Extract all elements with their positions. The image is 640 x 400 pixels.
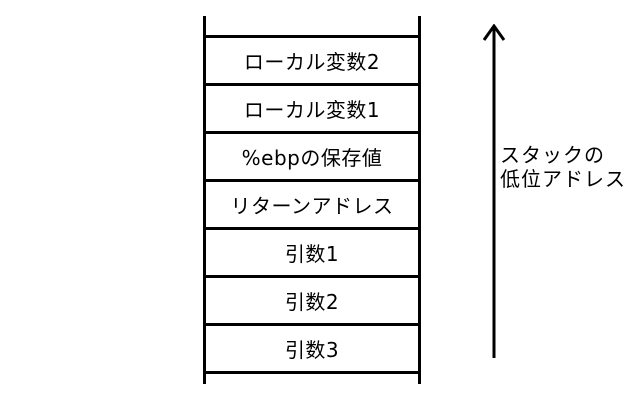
stack-left-rail — [203, 16, 206, 384]
stack-right-rail — [418, 16, 421, 384]
low-address-label-line-2: 低位アドレス — [500, 167, 626, 191]
stack-cell-local-var-1: ローカル変数1 — [203, 83, 421, 131]
stack-diagram: ローカル変数2 ローカル変数1 %ebpの保存値 リターンアドレス 引数1 引数… — [203, 16, 421, 384]
stack-cells: ローカル変数2 ローカル変数1 %ebpの保存値 リターンアドレス 引数1 引数… — [203, 35, 421, 374]
stack-cell-arg-1: 引数1 — [203, 227, 421, 275]
up-arrow-icon — [482, 24, 506, 358]
stack-cell-local-var-2: ローカル変数2 — [203, 35, 421, 83]
stack-cell-return-address: リターンアドレス — [203, 179, 421, 227]
stack-cell-arg-2: 引数2 — [203, 275, 421, 323]
low-address-label-line-1: スタックの — [500, 143, 605, 167]
stack-cell-saved-ebp: %ebpの保存値 — [203, 131, 421, 179]
low-address-label: スタックの 低位アドレス — [500, 143, 626, 191]
stack-cell-arg-3: 引数3 — [203, 323, 421, 374]
